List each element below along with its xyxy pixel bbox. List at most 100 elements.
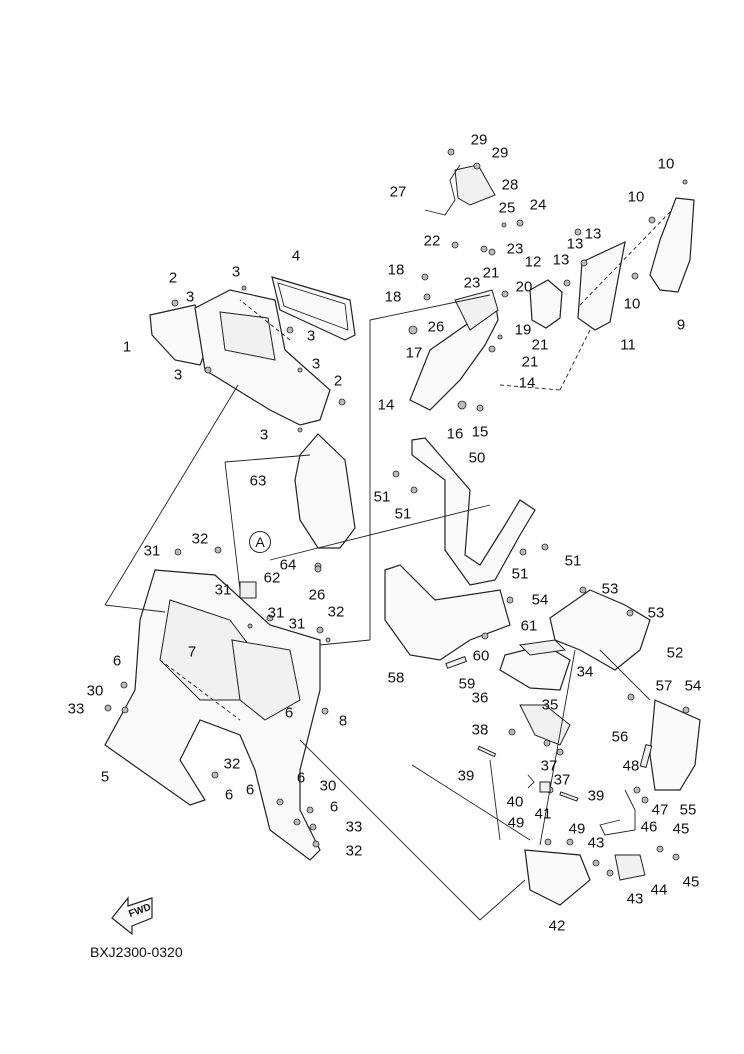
part-9-side-cover [649,197,695,293]
part-59-strip [445,656,468,669]
connector-line [319,639,371,646]
connector-line [559,329,591,391]
callout-10: 10 [623,295,641,313]
callout-13: 13 [566,235,584,253]
callout-25: 25 [498,199,516,217]
part-63-side-panel [294,433,356,549]
callout-45: 45 [672,820,690,838]
callout-51: 51 [511,565,529,583]
callout-35: 35 [541,696,559,714]
connector-line [299,739,481,921]
callout-37: 37 [553,771,571,789]
callout-43: 43 [587,834,605,852]
callout-44: 44 [650,881,668,899]
callout-3: 3 [311,355,321,373]
part-50-trim [411,437,536,586]
callout-32: 32 [345,842,363,860]
callout-6: 6 [296,769,306,787]
leg-shield-opening [231,639,301,721]
callout-64: 64 [279,556,297,574]
callout-4: 4 [291,247,301,265]
callout-27: 27 [389,183,407,201]
callout-28: 28 [501,176,519,194]
callout-32: 32 [223,755,241,773]
callout-2: 2 [168,269,178,287]
callout-22: 22 [423,232,441,250]
connector-line [104,604,166,613]
callout-59: 59 [458,675,476,693]
connector-line [224,461,241,591]
callout-11: 11 [620,336,636,354]
callout-18: 18 [387,261,405,279]
part-12-gasket [529,279,563,329]
callout-30: 30 [319,777,337,795]
callout-8: 8 [338,712,348,730]
callout-39: 39 [587,787,605,805]
upper-cover-window [219,311,276,361]
callout-5: 5 [100,768,110,786]
connector-line [599,649,651,701]
callout-31: 31 [267,604,285,622]
part-11-speaker-housing [577,240,626,331]
callout-23: 23 [463,274,481,292]
callout-16: 16 [446,425,464,443]
callout-18: 18 [384,288,402,306]
callout-2: 2 [333,372,343,390]
part-4-panel-inner [277,282,349,331]
callout-26: 26 [308,586,326,604]
callout-30: 30 [86,682,104,700]
callout-3: 3 [185,288,195,306]
part-61-trim [518,639,567,656]
callout-49: 49 [507,814,525,832]
callout-13: 13 [584,225,602,243]
connector-line [411,764,531,841]
callout-55: 55 [679,801,697,819]
callout-3: 3 [259,426,269,444]
callout-12: 12 [524,253,542,271]
callout-38: 38 [471,721,489,739]
callout-62: 62 [263,569,281,587]
diagram-code: BXJ2300-0320 [90,944,183,960]
callout-51: 51 [373,488,391,506]
callout-63: 63 [249,472,267,490]
callout-6: 6 [329,798,339,816]
part-62-label [239,581,257,599]
callout-54: 54 [684,677,702,695]
callout-37: 37 [540,757,558,775]
part-27-wire [424,164,461,216]
part-40-spring [527,774,535,789]
connector-line [479,879,526,921]
callout-23: 23 [506,240,524,258]
part-58-lower-cover [384,564,511,661]
callout-33: 33 [67,700,85,718]
callout-51: 51 [564,552,582,570]
callout-13: 13 [552,251,570,269]
callout-3: 3 [306,327,316,345]
callout-46: 46 [640,818,658,836]
callout-43: 43 [626,890,644,908]
callout-31: 31 [143,542,161,560]
part-36-lever [519,704,571,746]
callout-58: 58 [387,669,405,687]
callout-41: 41 [534,805,552,823]
callout-56: 56 [611,728,629,746]
callout-36: 36 [471,689,489,707]
callout-34: 34 [576,663,594,681]
part-39-pin-b [559,791,579,802]
fwd-arrow-icon [111,896,153,936]
part-1-side-cover [149,304,211,366]
part-17-glovebox [409,298,499,411]
callout-40: 40 [506,793,524,811]
callout-9: 9 [676,316,686,334]
callout-21: 21 [482,264,500,282]
callout-29: 29 [491,144,509,162]
callout-14: 14 [377,396,395,414]
callout-3: 3 [231,263,241,281]
callout-3: 3 [173,366,183,384]
connector-line [104,384,239,606]
connector-line [489,759,501,841]
part-56-strip [639,743,653,769]
part-41-collar [539,781,551,793]
callout-6: 6 [224,786,234,804]
callout-32: 32 [327,603,345,621]
